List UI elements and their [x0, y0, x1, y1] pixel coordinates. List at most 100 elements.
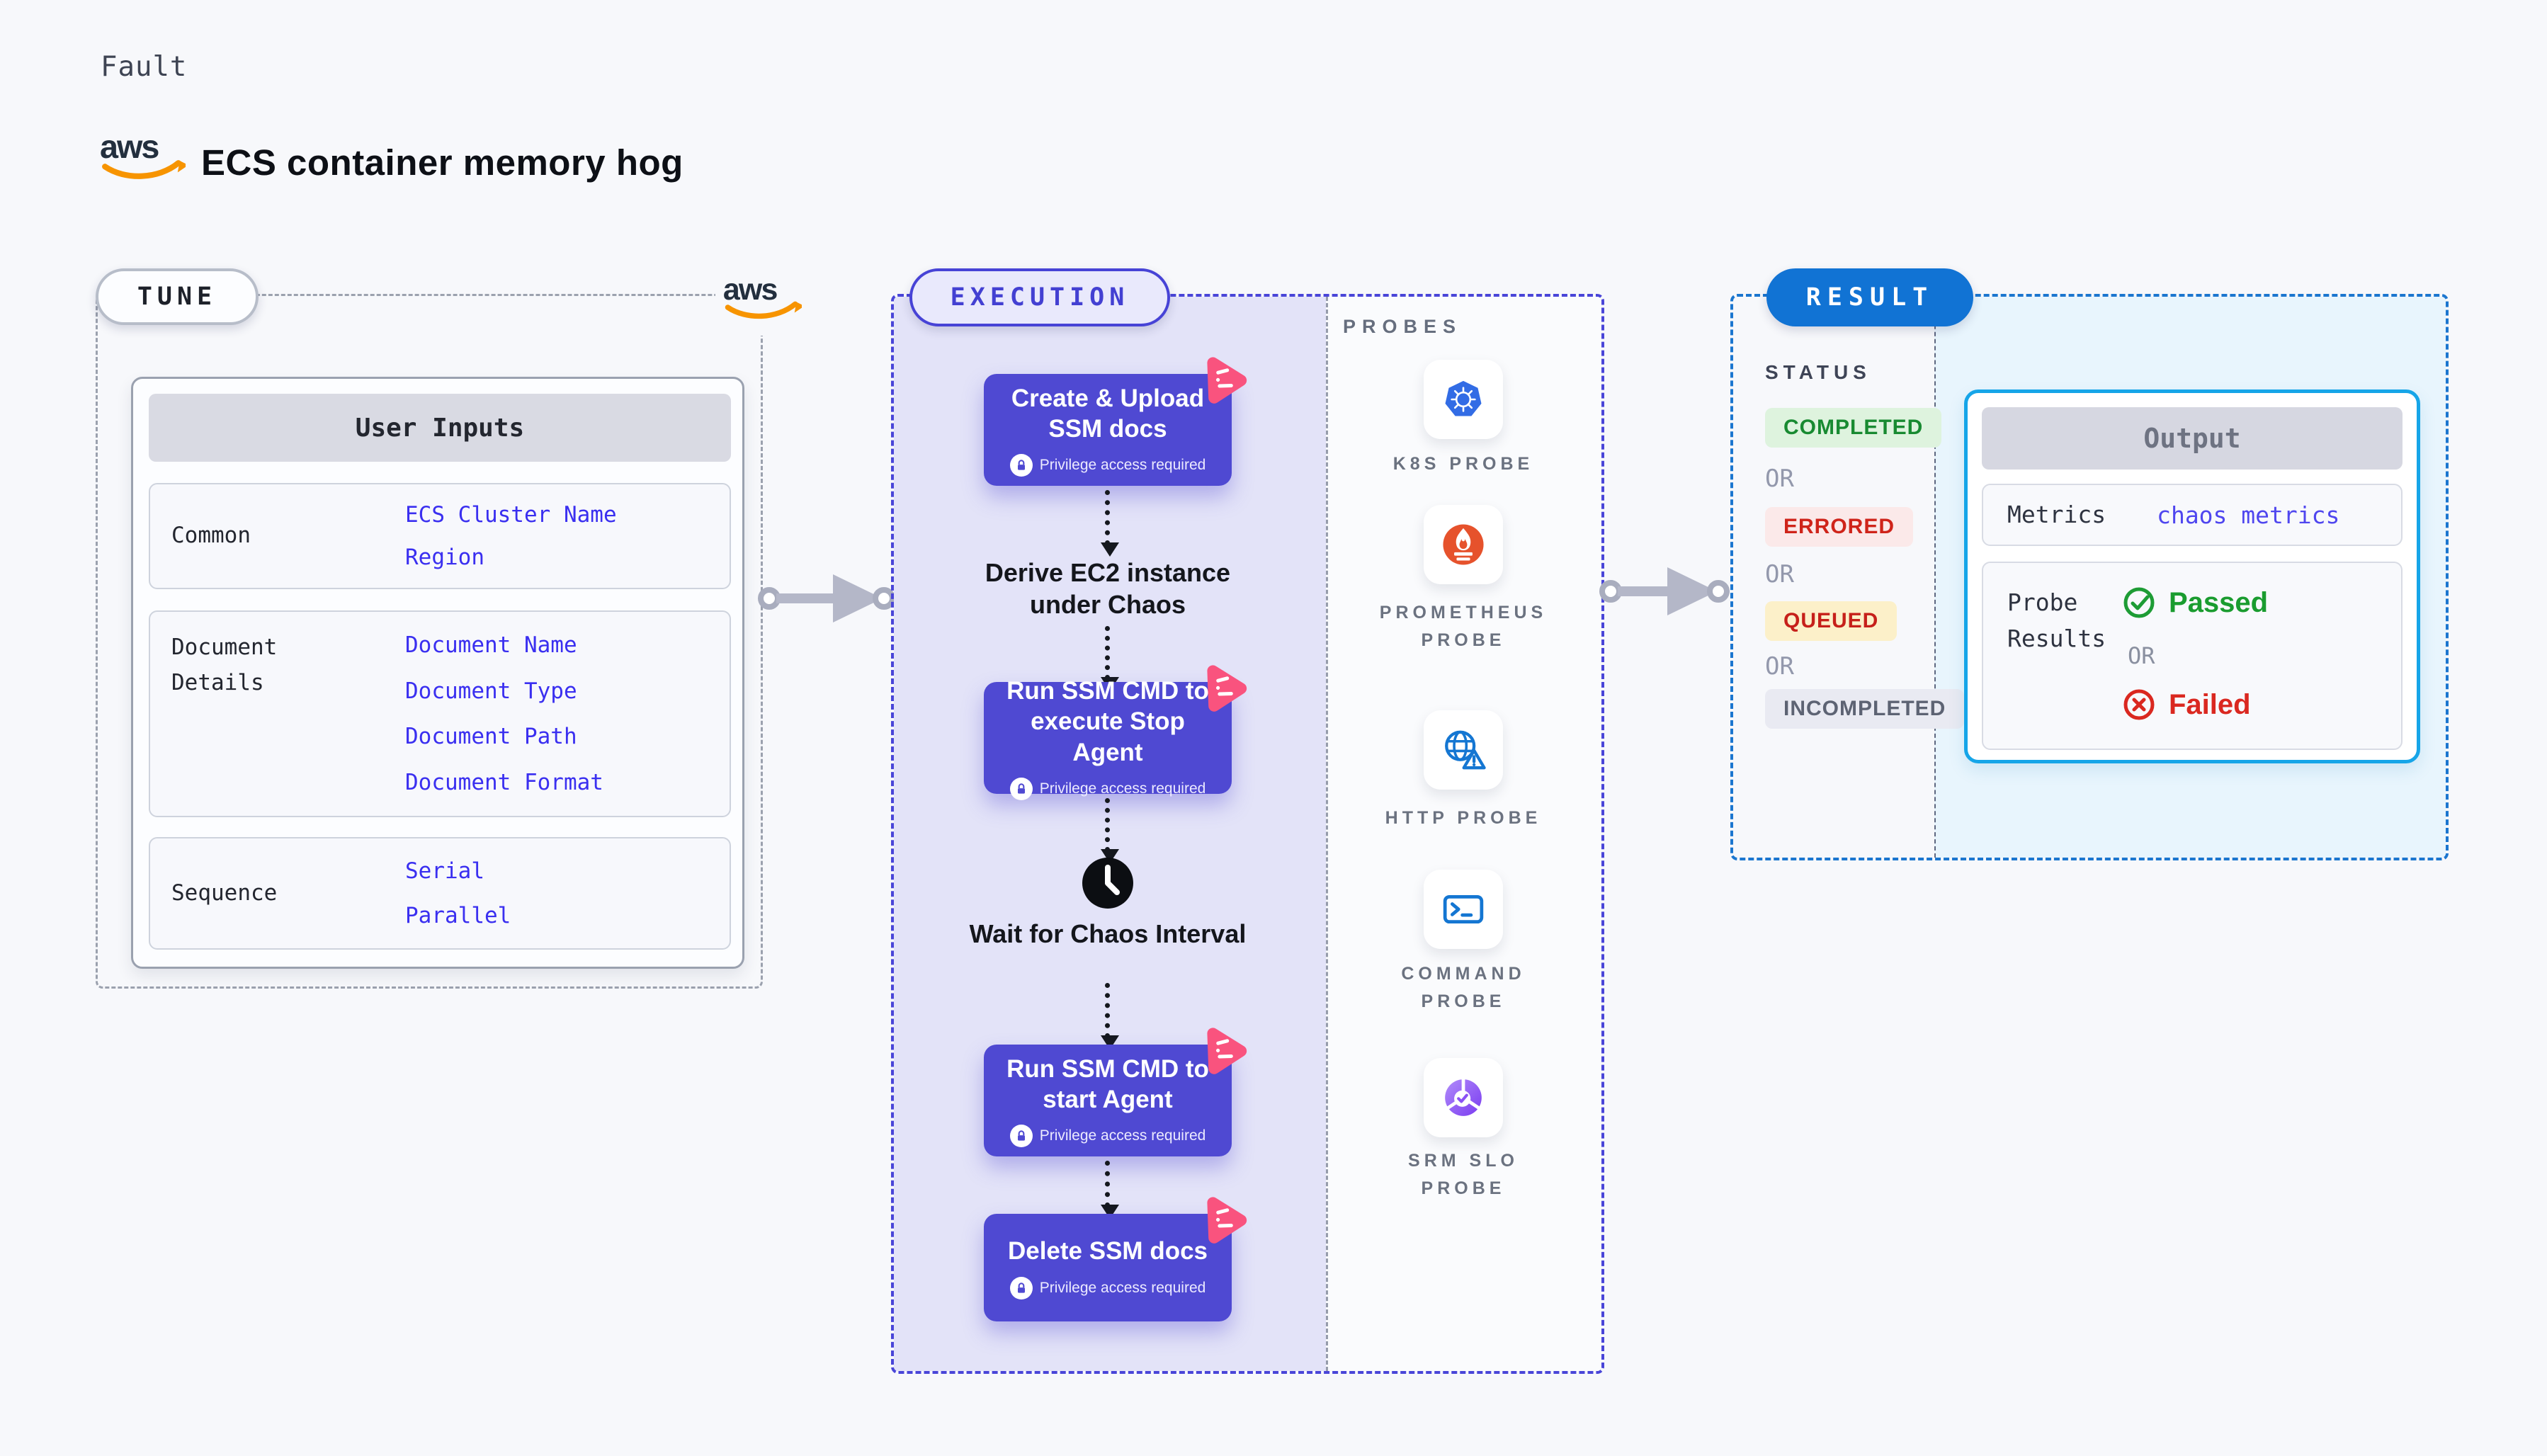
execution-section-box: [891, 294, 1604, 1374]
step-run-ssm-cmd-start-agent: Run SSM CMD to start Agent Privilege acc…: [984, 1028, 1247, 1156]
row-label: Common: [171, 523, 251, 549]
page-title: ECS container memory hog: [201, 142, 683, 183]
or-separator: OR: [1765, 652, 1794, 681]
chaos-chip-icon: [1207, 665, 1247, 712]
probe-result-failed: Failed: [2122, 688, 2251, 722]
flow-connector: [1101, 983, 1119, 1050]
probe-results-label: Probe Results: [2007, 588, 2106, 653]
input-value: Document Path: [405, 724, 577, 750]
flow-connector: [1101, 626, 1119, 691]
metrics-label: Metrics: [2007, 501, 2106, 529]
chaos-chip-icon: [1207, 357, 1247, 404]
k8s-probe-card: [1424, 360, 1503, 439]
passed-label: Passed: [2169, 586, 2269, 618]
prometheus-probe-card: [1424, 505, 1503, 584]
result-badge-label: RESULT: [1805, 283, 1934, 312]
row-label: Sequence: [171, 880, 278, 906]
input-value: Document Name: [405, 632, 577, 658]
command-probe-card: [1424, 870, 1503, 949]
flow-connector: [1101, 1161, 1119, 1219]
or-separator: OR: [2128, 642, 2155, 669]
privilege-note: Privilege access required: [1039, 457, 1206, 474]
user-inputs-row-common: Common ECS Cluster Name Region: [149, 483, 731, 589]
probe-label: PROMETHEUS PROBE: [1379, 603, 1548, 650]
input-value: Parallel: [405, 903, 511, 929]
prometheus-icon: [1443, 524, 1484, 565]
input-value: Region: [405, 545, 484, 571]
step-title: Run SSM CMD to execute Stop Agent: [1006, 676, 1209, 766]
input-value: Document Format: [405, 770, 603, 796]
input-value: Serial: [405, 858, 484, 884]
lock-icon: [1009, 778, 1033, 801]
user-inputs-card: User Inputs Common ECS Cluster Name Regi…: [131, 377, 744, 969]
probe-label: HTTP PROBE: [1385, 808, 1542, 828]
probe-label: K8S PROBE: [1392, 454, 1534, 474]
user-inputs-header-label: User Inputs: [355, 413, 525, 443]
status-column-label: STATUS: [1765, 361, 1871, 383]
probes-lane-background: [1326, 297, 1601, 1371]
step-derive-ec2-instance: Derive EC2 instance under Chaos: [985, 558, 1231, 619]
step-wait-for-chaos-interval: Wait for Chaos Interval: [969, 919, 1247, 948]
step-create-upload-ssm-docs: Create & Upload SSM docs Privilege acces…: [984, 357, 1247, 486]
probe-label: SRM SLO PROBE: [1408, 1151, 1519, 1198]
output-header: Output: [1982, 407, 2403, 470]
http-probe-card: [1424, 710, 1503, 790]
privilege-note: Privilege access required: [1039, 780, 1206, 797]
chaos-chip-icon: [1207, 1197, 1247, 1244]
user-inputs-row-sequence: Sequence Serial Parallel: [149, 837, 731, 950]
probe-label: COMMAND PROBE: [1401, 964, 1526, 1011]
output-metrics-row: Metrics chaos metrics: [1982, 484, 2403, 546]
lock-icon: [1009, 1276, 1033, 1299]
status-badge-completed: COMPLETED: [1765, 408, 1942, 448]
chaos-chip-icon: [1207, 1028, 1247, 1074]
execution-badge-label: EXECUTION: [950, 283, 1130, 312]
flow-connector: [1101, 798, 1119, 863]
output-header-label: Output: [2143, 423, 2241, 454]
status-badge-incompleted: INCOMPLETED: [1765, 689, 1965, 729]
tune-section-box: [96, 294, 763, 989]
privilege-note: Privilege access required: [1039, 1279, 1206, 1296]
row-label: Document Details: [171, 635, 278, 695]
failed-label: Failed: [2169, 688, 2251, 720]
kubernetes-icon: [1445, 380, 1482, 416]
svg-text:aws: aws: [100, 128, 159, 165]
arrow-end-dot: [1707, 580, 1730, 603]
clock-icon: [1082, 857, 1134, 913]
input-value: ECS Cluster Name: [405, 501, 617, 528]
aws-logo: aws: [99, 122, 189, 190]
srm-slo-icon: [1445, 1077, 1482, 1116]
passed-check-icon: [2123, 587, 2155, 618]
output-probe-results-row: Probe Results Passed OR Failed: [1982, 562, 2403, 750]
arrow-shaft: [776, 593, 837, 603]
terminal-icon: [1443, 894, 1484, 924]
step-title: Run SSM CMD to start Agent: [1006, 1054, 1209, 1113]
step-run-ssm-cmd-stop-agent: Run SSM CMD to execute Stop Agent Privil…: [984, 665, 1247, 801]
execution-section-badge: EXECUTION: [909, 268, 1170, 326]
tune-badge-label: TUNE: [137, 283, 217, 311]
srm-slo-probe-card: [1424, 1058, 1503, 1137]
user-inputs-header: User Inputs: [149, 394, 731, 462]
tune-section-badge: TUNE: [96, 268, 259, 325]
status-badge-queued: QUEUED: [1765, 601, 1898, 641]
step-title: Delete SSM docs: [1007, 1237, 1208, 1266]
output-card: Output Metrics chaos metrics Probe Resul…: [1964, 389, 2420, 763]
input-value: Document Type: [405, 678, 577, 704]
status-badge-errored: ERRORED: [1765, 507, 1914, 547]
arrow-shaft: [1618, 586, 1672, 596]
fault-kind-label: Fault: [101, 51, 188, 83]
failed-x-icon: [2123, 689, 2155, 720]
metrics-value: chaos metrics: [2157, 501, 2340, 529]
privilege-note: Privilege access required: [1039, 1127, 1206, 1144]
http-globe-warning-icon: [1445, 730, 1486, 770]
or-separator: OR: [1765, 465, 1794, 493]
lock-icon: [1009, 454, 1033, 477]
step-title: Create & Upload SSM docs: [1011, 384, 1205, 443]
probe-result-passed: Passed: [2122, 586, 2268, 620]
svg-text:aws: aws: [723, 273, 778, 307]
probes-column-label: PROBES: [1343, 316, 1463, 337]
result-section-badge: RESULT: [1766, 268, 1973, 326]
lock-icon: [1009, 1125, 1033, 1148]
user-inputs-row-document-details: Document Details Document Name Document …: [149, 610, 731, 817]
or-separator: OR: [1765, 560, 1794, 588]
aws-logo-small: aws: [715, 259, 809, 336]
